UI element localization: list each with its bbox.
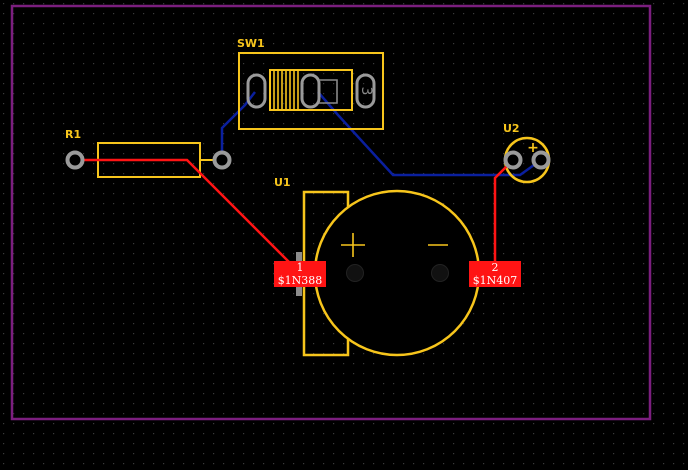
sw1-body — [269, 69, 353, 111]
u2-pad-1[interactable] — [503, 150, 523, 170]
u1-mounting-hole-left — [346, 264, 364, 282]
u1-smd-pad-1[interactable]: 1 $1N388 — [274, 261, 326, 287]
u1-mounting-hole-right — [431, 264, 449, 282]
u1-reference-label: U1 — [274, 176, 291, 189]
u1-pad-2-net: $1N407 — [473, 274, 518, 287]
top-trace-r1-u1[interactable] — [84, 158, 294, 267]
sw1-outline — [238, 52, 384, 130]
sw1-reference-label: SW1 — [237, 37, 265, 50]
sw1-pad-1[interactable] — [246, 73, 267, 109]
r1-reference-label: R1 — [65, 128, 81, 141]
r1-pad-1[interactable] — [65, 150, 85, 170]
sw1-pin-number: 3 — [358, 87, 374, 96]
sw1-footprint[interactable]: 3 SW1 — [237, 37, 384, 130]
u1-pad-2-number: 2 — [492, 261, 499, 274]
u1-cell-outline — [313, 189, 481, 357]
sw1-pad-2[interactable] — [300, 73, 321, 109]
u2-reference-label: U2 — [503, 122, 520, 135]
sw1-pad-3[interactable] — [355, 73, 376, 109]
u1-pad-1-copper — [274, 261, 326, 287]
bottom-trace-sw1-u2[interactable] — [317, 91, 542, 177]
sw1-contact-mark — [319, 79, 338, 104]
u1-pad-2-copper — [469, 261, 521, 287]
r1-pad-2[interactable] — [212, 150, 232, 170]
board-outline — [10, 4, 652, 421]
bottom-trace-r1-sw1[interactable] — [220, 91, 256, 160]
sw1-actuator-hatch — [273, 70, 299, 110]
u1-pad-1-net: $1N388 — [278, 274, 323, 287]
u1-pad-1-number: 1 — [297, 261, 304, 274]
u2-pad-2[interactable] — [531, 150, 551, 170]
u2-polarity-mark: + — [527, 140, 539, 156]
u1-smd-pad-2[interactable]: 2 $1N407 — [469, 261, 521, 287]
